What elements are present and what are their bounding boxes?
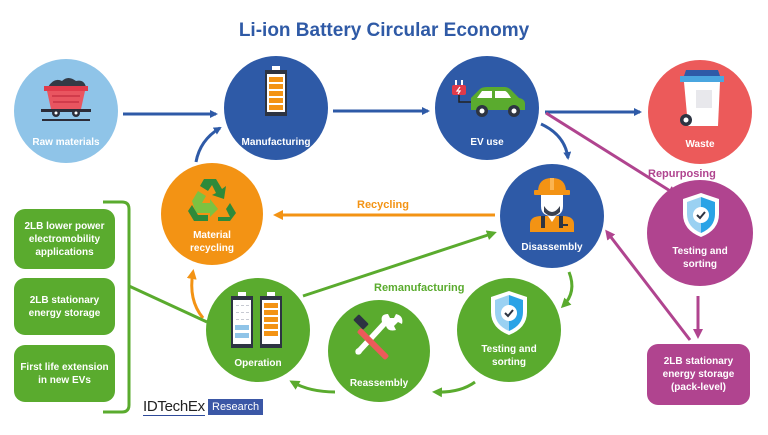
battery-icon xyxy=(265,66,287,116)
node-waste[interactable]: Waste xyxy=(648,60,752,164)
node-raw-materials[interactable]: Raw materials xyxy=(14,59,118,163)
edge-label-repurposing: Repurposing xyxy=(648,168,716,180)
shield-check-icon xyxy=(683,193,719,237)
arrow-pack-to-disassembly xyxy=(605,229,692,341)
application-box[interactable]: First life extension in new EVs xyxy=(14,345,115,402)
node-operation[interactable]: Operation xyxy=(206,278,310,382)
battery-cells-icon xyxy=(231,292,282,348)
node-label-line1: Testing and xyxy=(672,246,728,257)
application-box[interactable]: 2LB lower power electromobility applicat… xyxy=(14,209,115,269)
node-ev-use[interactable]: EV use xyxy=(435,56,539,160)
hammer-wrench-icon xyxy=(353,314,403,360)
arrow-remanufacturing xyxy=(302,230,497,298)
pack-storage-line: energy storage xyxy=(662,369,735,380)
node-manufacturing[interactable]: Manufacturing xyxy=(224,56,328,160)
pack-storage-line: (pack-level) xyxy=(670,382,726,393)
node-label-line1: Material xyxy=(193,230,231,241)
worker-icon xyxy=(530,178,574,232)
mine-cart-icon xyxy=(41,78,91,121)
node-label-line2: recycling xyxy=(190,243,234,254)
trash-bin-icon xyxy=(680,70,724,126)
recycle-icon xyxy=(188,179,236,221)
bracket-to-operation-line xyxy=(128,284,208,324)
node-material-recycling[interactable]: Material recycling xyxy=(161,163,263,265)
electric-car-icon xyxy=(452,80,525,117)
arrow-disassembly-to-testing xyxy=(560,271,574,309)
node-disassembly[interactable]: Disassembly xyxy=(500,164,604,268)
application-line: electromobility xyxy=(28,233,101,245)
arrow-operation-to-recycling xyxy=(186,269,205,319)
node-label: Manufacturing xyxy=(241,137,311,148)
application-line: First life extension xyxy=(20,361,109,373)
node-label-line2: sorting xyxy=(683,259,717,270)
application-line: 2LB lower power xyxy=(24,220,105,232)
node-label: Disassembly xyxy=(521,242,583,253)
arrow-ev-to-repurposing xyxy=(545,111,678,196)
node-label-line1: Testing and xyxy=(481,344,537,355)
application-line: in new EVs xyxy=(38,374,91,386)
arrow-testing-to-reassembly xyxy=(432,380,476,398)
arrow-reassembly-to-operation xyxy=(289,380,336,394)
brand-logo: IDTechEx xyxy=(143,398,205,416)
arrow-ev-to-disassembly xyxy=(540,122,572,160)
pack-storage-box[interactable]: 2LB stationary energy storage (pack-leve… xyxy=(647,344,750,405)
node-reassembly[interactable]: Reassembly xyxy=(328,300,430,402)
application-line: energy storage xyxy=(28,307,101,319)
application-line: applications xyxy=(35,246,94,258)
arrow-recycling-to-manufacturing xyxy=(194,126,222,163)
node-label: Operation xyxy=(234,358,282,369)
node-label: Raw materials xyxy=(32,137,100,148)
application-line: 2LB stationary xyxy=(29,294,100,306)
edge-label-recycling: Recycling xyxy=(357,199,409,211)
applications-bracket xyxy=(103,200,131,414)
node-label: Waste xyxy=(685,139,715,150)
node-testing-sorting-remanufacturing[interactable]: Testing and sorting xyxy=(457,278,561,382)
brand-tag: Research xyxy=(208,399,264,415)
edge-label-remanufacturing: Remanufacturing xyxy=(374,282,465,294)
node-label: EV use xyxy=(470,137,504,148)
node-label-line2: sorting xyxy=(492,357,526,368)
application-box[interactable]: 2LB stationary energy storage xyxy=(14,278,115,335)
node-label: Reassembly xyxy=(349,378,409,389)
pack-storage-line: 2LB stationary xyxy=(663,356,734,367)
shield-check-icon xyxy=(491,291,527,335)
diagram-title: Li-ion Battery Circular Economy xyxy=(238,20,530,41)
node-testing-sorting-repurposing[interactable]: Testing and sorting xyxy=(647,180,753,286)
